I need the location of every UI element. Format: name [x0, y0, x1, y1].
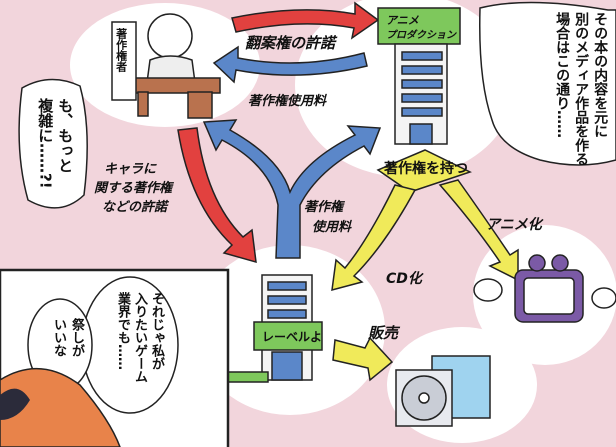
arrow-label-anime: アニメ化: [486, 217, 542, 233]
yellow-arrow-sales: [332, 336, 394, 382]
studio-sign-line2: プロダクション: [386, 30, 456, 41]
game-col-1: それじゃ私が: [148, 292, 164, 370]
arrow-label-fee-center-1: 著作権: [304, 200, 344, 215]
game-col-2: 入りたいゲーム: [131, 292, 147, 383]
blue-arrow-fee-center: [202, 119, 382, 259]
arrow-label-holds: 著作権を持つ: [384, 161, 468, 177]
arrow-label-fee-center-2: 使用料: [312, 220, 352, 235]
narration-col-1: その本の内容を元に: [592, 12, 609, 138]
label-building: [227, 274, 323, 383]
arrow-label-cd: CD化: [386, 271, 422, 287]
character-hair: [0, 368, 121, 447]
arrow-label-character-3: などの許諾: [102, 200, 168, 215]
festival-col-1: 祭しが: [68, 318, 84, 357]
festival-col-2: いいな: [50, 318, 66, 357]
studio-sign-line1: アニメ: [386, 14, 419, 27]
red-arrow-character: [177, 127, 257, 264]
complicated-col-2: 複雑に……?!: [36, 98, 55, 189]
studio-building: [377, 7, 461, 145]
arrow-label-fee-top: 著作権使用料: [248, 94, 327, 109]
blue-arrow-fee-top: [212, 45, 368, 84]
narration-col-2: 別のメディア作品を作る: [573, 12, 590, 166]
game-col-3: 業界でも……: [114, 292, 130, 370]
author-figure: [111, 13, 221, 119]
arrow-label-adaptation: 翻案権の許諾: [245, 34, 336, 52]
narration-col-3: 場合はこの通り……: [554, 12, 571, 138]
arrow-label-character-2: 関する著作権: [94, 181, 173, 196]
narration-bubble-shape: [479, 1, 616, 166]
arrow-label-sales: 販売: [368, 324, 399, 342]
tv-mascot: [473, 254, 616, 323]
character-ribbon: [0, 388, 30, 420]
cd-package: [395, 355, 491, 427]
arrow-label-character-1: キャラに: [104, 162, 157, 177]
label-sign: レーベルよ: [262, 330, 323, 344]
complicated-col-1: も、もっと: [56, 98, 75, 173]
complicated-bubble-shape: [18, 78, 88, 209]
author-sign: 著作権者: [114, 28, 128, 72]
yellow-arrows: [331, 149, 519, 292]
